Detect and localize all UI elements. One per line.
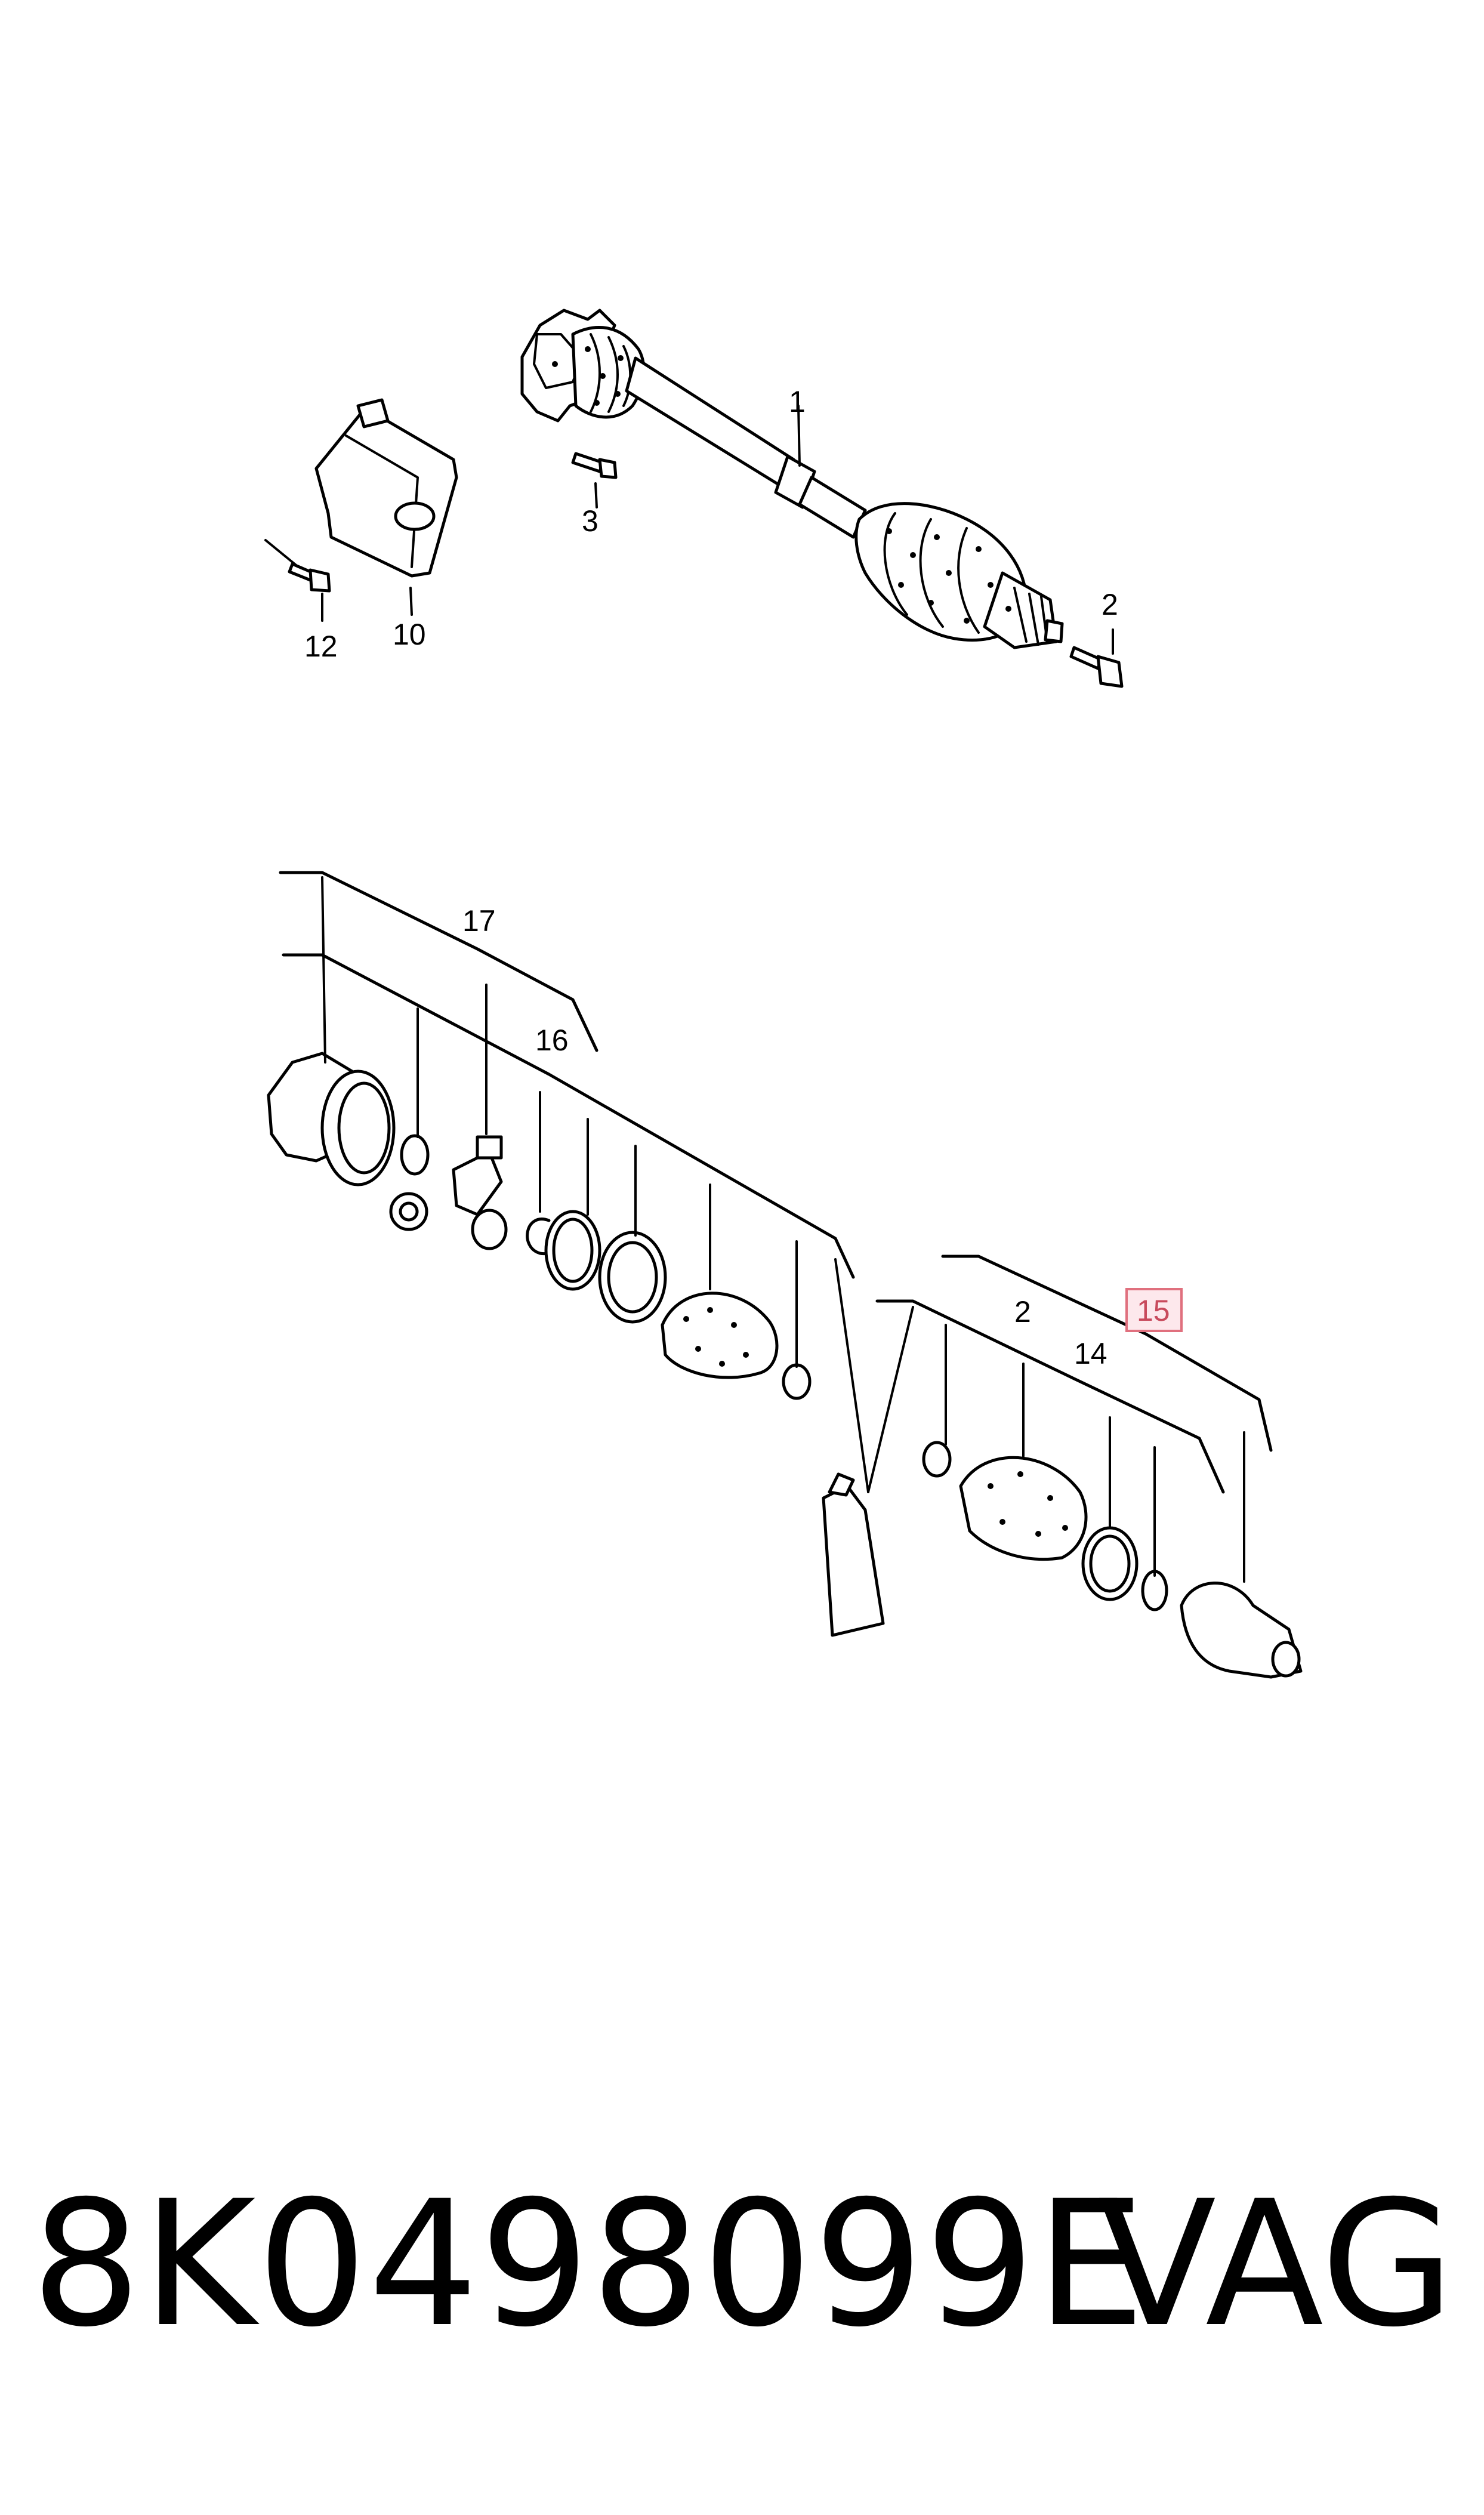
callout-2-top: 2	[1102, 588, 1118, 621]
callout-14: 14	[1074, 1337, 1107, 1370]
clamp-small-16	[782, 1363, 812, 1400]
clamp-small-14	[922, 1441, 952, 1478]
bolt-12	[288, 562, 331, 593]
tripod-spider	[452, 1135, 503, 1216]
bolt-3	[571, 452, 618, 479]
washer	[471, 1209, 508, 1250]
boot-texture	[552, 346, 1011, 624]
circlip-small	[400, 1134, 430, 1176]
leader-lines-bottom	[321, 876, 1245, 1583]
bracket-10	[314, 398, 458, 578]
shaft-body	[625, 356, 795, 488]
circlip-14	[1141, 1570, 1168, 1611]
callout-17: 17	[462, 904, 496, 938]
callout-1: 1	[789, 385, 806, 418]
grease-tube	[822, 1472, 885, 1637]
callout-12: 12	[304, 630, 338, 663]
boot-inner-kit	[661, 1292, 779, 1379]
callout-2-bottom: 2	[1014, 1295, 1031, 1329]
callout-labels: 1 3 2 12 10 17 16 2 14 15	[304, 385, 1183, 1370]
clamp-large-14	[1081, 1526, 1139, 1601]
callout-16: 16	[535, 1024, 569, 1057]
bracket-lines	[279, 871, 1273, 1494]
callout-15: 15	[1137, 1294, 1170, 1327]
part-number: 8K0498099E	[31, 2164, 1147, 2365]
clamp-large	[544, 1210, 601, 1291]
seal-ring	[598, 1231, 667, 1324]
bolt-2	[1069, 646, 1124, 688]
roller-bearing	[389, 1192, 428, 1231]
callout-10: 10	[393, 618, 426, 651]
outer-cv-joint-kit	[1180, 1582, 1303, 1679]
brand-label: VAG	[1098, 2164, 1455, 2365]
leader-lines-top	[264, 405, 1114, 655]
callout-3: 3	[582, 504, 598, 538]
drive-shaft-assembly	[520, 309, 1064, 649]
callout-15-highlight: 15	[1125, 1288, 1183, 1332]
highlight-box	[1125, 1288, 1183, 1332]
boot-outer-kit	[959, 1456, 1088, 1561]
inner-joint-housing	[267, 1052, 396, 1186]
